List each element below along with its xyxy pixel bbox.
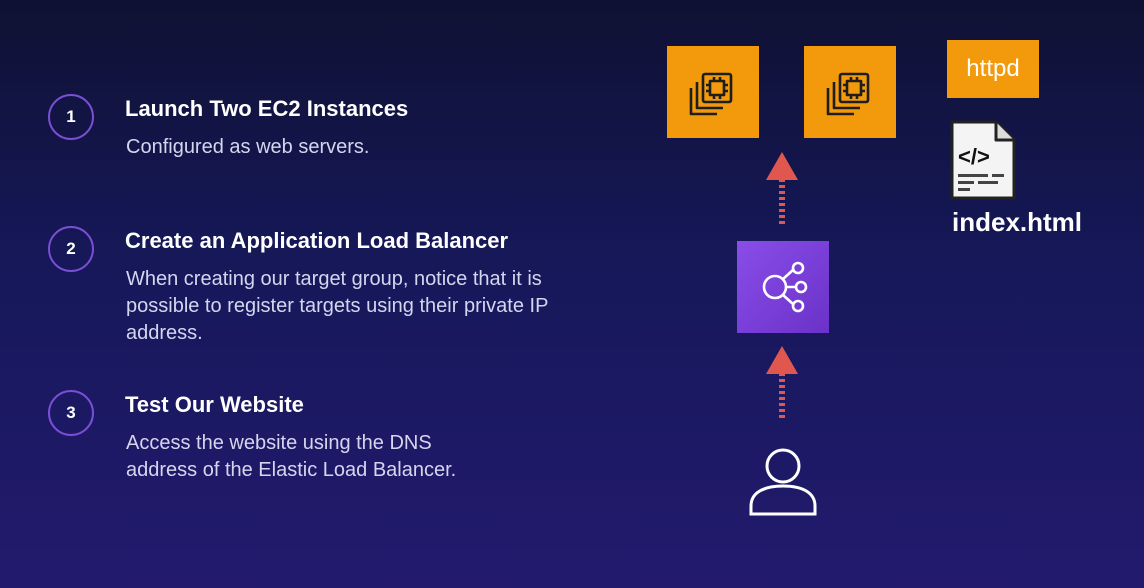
ec2-instance-icon (689, 72, 733, 116)
user-icon (749, 448, 817, 516)
file-icon-code-symbol: </> (958, 144, 990, 169)
step-number: 2 (48, 226, 94, 272)
load-balancer-icon (762, 261, 808, 313)
arrow-up-icon (766, 152, 798, 224)
ec2-instance-icon (826, 72, 870, 116)
step-description: When creating our target group, notice t… (126, 268, 549, 344)
step-number: 1 (48, 94, 94, 140)
ec2-instance-1 (667, 46, 759, 138)
file-name-label: index.html (952, 207, 1083, 237)
application-load-balancer (737, 241, 829, 333)
step-title: Launch Two EC2 Instances (125, 96, 409, 121)
step-title: Test Our Website (125, 392, 304, 417)
ec2-instance-2 (804, 46, 896, 138)
step-title: Create an Application Load Balancer (125, 228, 509, 253)
html-file-icon: </> (950, 120, 1016, 200)
step-description: Configured as web servers. (126, 136, 370, 158)
step-number: 3 (48, 390, 94, 436)
arrow-up-icon (766, 346, 798, 418)
step-description: Access the website using the DNS address… (126, 432, 457, 481)
httpd-badge: httpd (947, 40, 1039, 98)
